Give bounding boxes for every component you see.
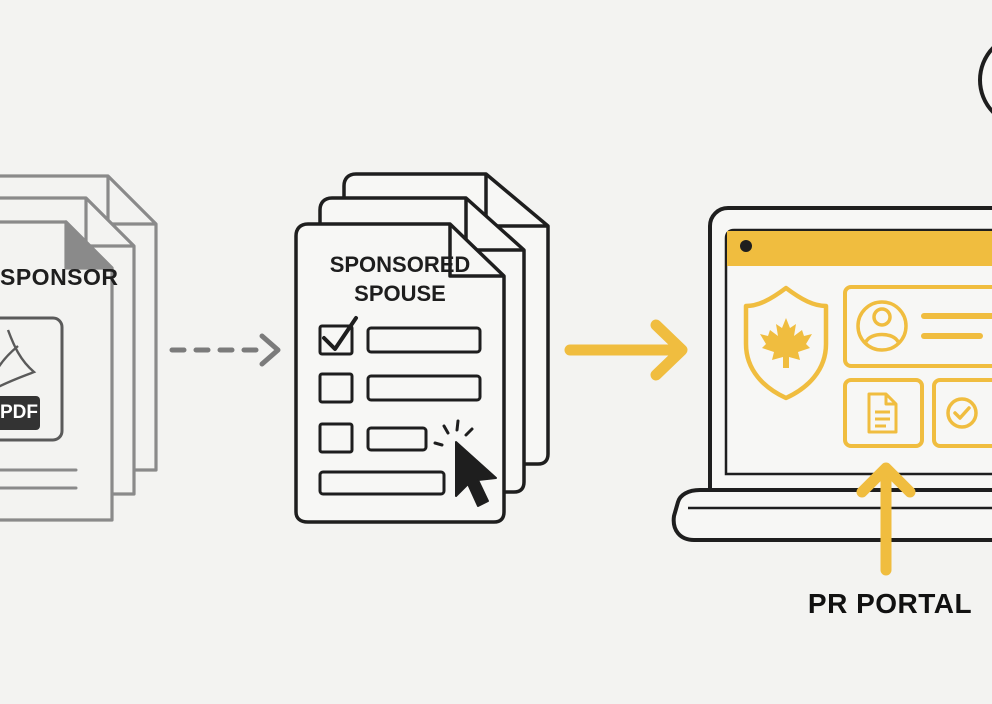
form-field-2[interactable] (366, 374, 482, 402)
spouse-title-line1: SPONSORED (329, 252, 471, 277)
document-card[interactable] (843, 378, 924, 448)
laptop-icon (671, 206, 992, 542)
sponsor-doc-title: SPONSOR (0, 264, 119, 290)
checkbox-1[interactable] (318, 316, 358, 356)
pr-portal-label: PR PORTAL (807, 588, 973, 619)
user-profile-icon (856, 300, 908, 352)
acrobat-pdf-icon (0, 316, 64, 442)
document-icon (867, 392, 898, 434)
mouse-cursor-icon (433, 419, 497, 507)
spouse-title-line2: SPOUSE (354, 281, 446, 306)
check-circle-icon (946, 397, 978, 429)
laptop-base (671, 488, 992, 542)
help-circle-icon[interactable] (978, 34, 992, 126)
sponsor-page-front-fold (64, 220, 114, 270)
checkmark-icon (322, 316, 358, 351)
form-field-3[interactable] (366, 426, 428, 452)
maple-leaf-shield-icon (743, 285, 829, 401)
spouse-page-front (294, 222, 506, 524)
verification-card[interactable] (932, 378, 992, 448)
dashed-arrow-icon (169, 333, 281, 367)
sponsor-text-lines (0, 468, 78, 490)
upload-arrow-icon (856, 462, 916, 576)
form-field-1[interactable] (366, 326, 482, 354)
pdf-badge: PDF (0, 402, 38, 423)
form-field-4[interactable] (318, 470, 446, 496)
spouse-document-stack (294, 172, 550, 524)
checkbox-2[interactable] (318, 372, 354, 404)
yellow-arrow-icon (564, 319, 688, 381)
checkbox-3[interactable] (318, 422, 354, 454)
browser-dot (740, 240, 752, 252)
laptop-screen (724, 228, 992, 476)
spouse-doc-title: SPONSORED SPOUSE (305, 250, 495, 308)
user-profile-card[interactable] (843, 285, 992, 368)
browser-title-bar (727, 231, 992, 266)
